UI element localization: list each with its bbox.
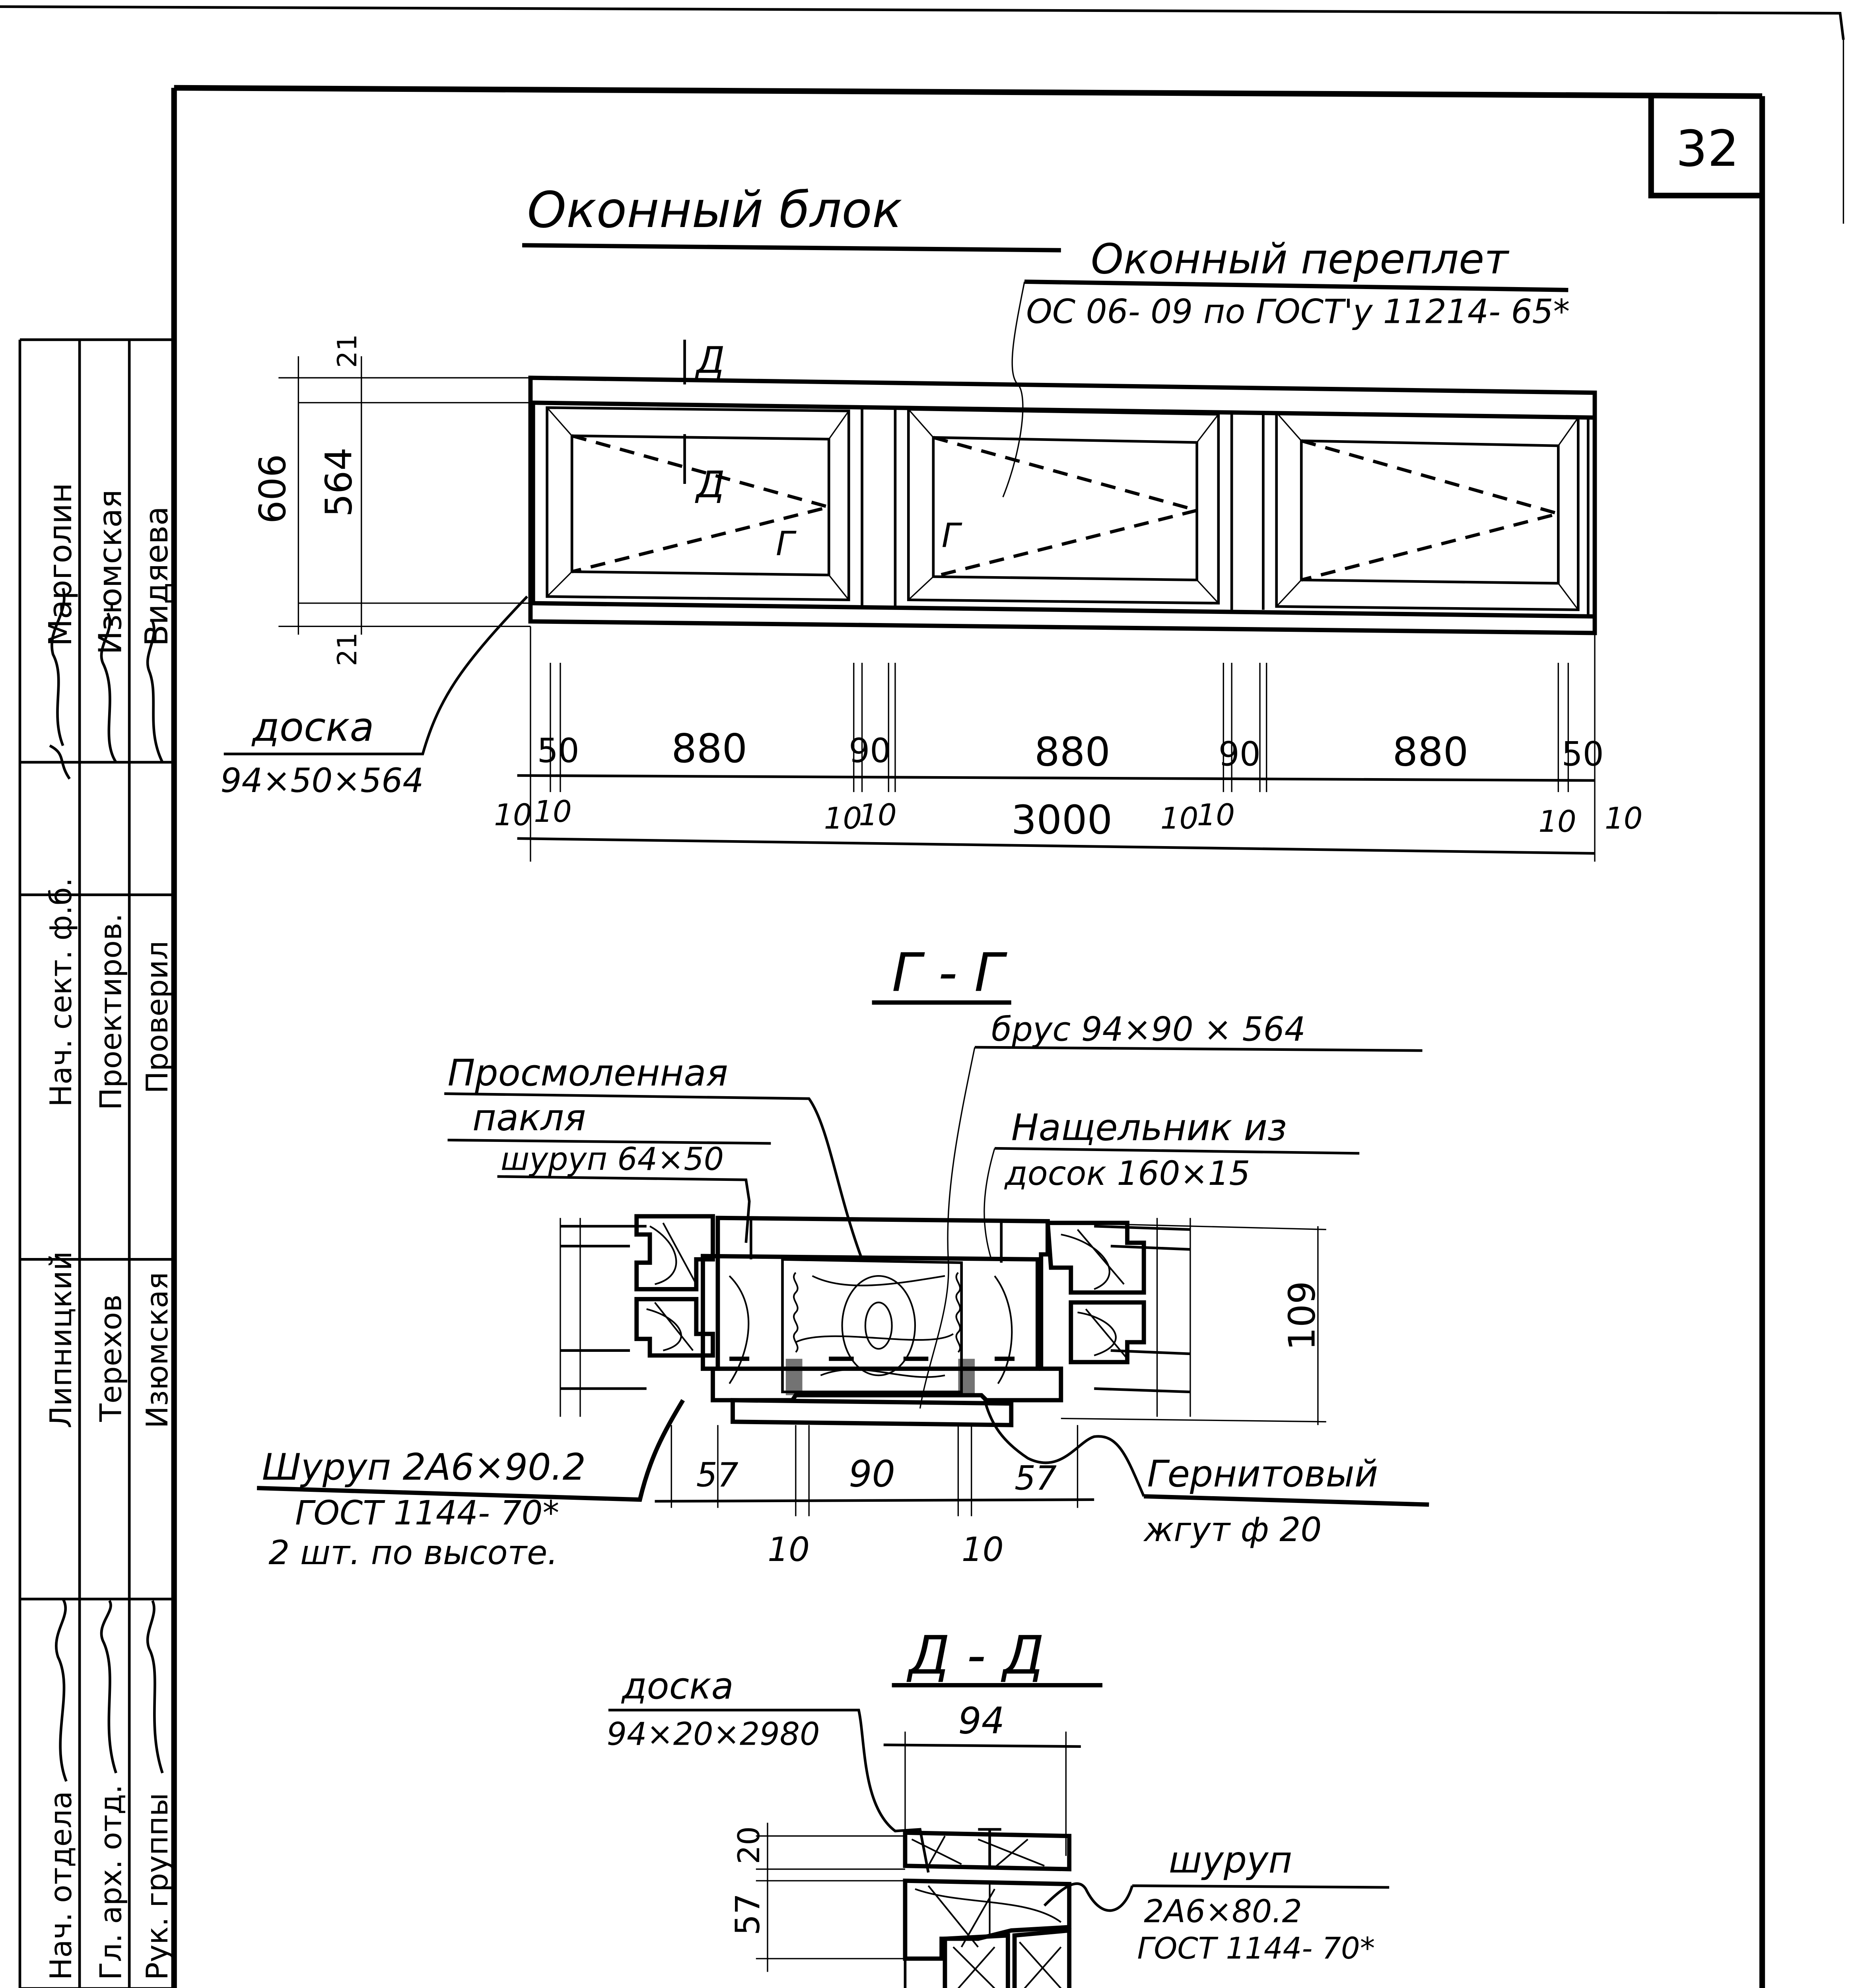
section-d-d: Д - Д доска 94×20×2980 94 20 57 шуруп 2А… [607, 1625, 1390, 1988]
dim-inner-height: 564 [318, 447, 360, 517]
gernit-label-1: Гернитовый [1147, 1452, 1378, 1495]
batten-label-1: Нащельник из [1011, 1106, 1287, 1149]
dim-gap: 10 [859, 797, 896, 832]
dim-gap: 10 [824, 801, 862, 836]
gernit-label-2: жгут ф 20 [1143, 1510, 1322, 1549]
dim-gap: 10 [1197, 797, 1235, 832]
d-screw-label: шуруп [1169, 1839, 1292, 1881]
signer-role: Нач. отдела [43, 1791, 78, 1980]
d-board-spec: 94×20×2980 [607, 1716, 820, 1753]
oakum-label-2: пакля [472, 1096, 586, 1139]
section-mark-g-left: Г [776, 524, 797, 563]
dim-top-rail: 21 [332, 334, 363, 368]
signature-scribble [49, 588, 164, 780]
dim-overall-width: 3000 [1011, 796, 1113, 843]
d-frame-dim: 57 [729, 1893, 767, 1936]
dim-post-2: 90 [1219, 735, 1261, 773]
beam-label: брус 94×90 × 564 [991, 1010, 1306, 1048]
signer-name: Липницкий [43, 1251, 78, 1429]
elevation-title: Оконный блок [527, 181, 902, 239]
dim-left-57: 57 [696, 1456, 739, 1494]
screw-bottom-label-1: Шуруп 2А6×90.2 [262, 1446, 586, 1489]
board-spec: 94×50×564 [220, 761, 424, 800]
dim-gap: 10 [1538, 804, 1576, 839]
signer-name: Изюмская [140, 1272, 175, 1428]
dim-gap: 10 [494, 797, 532, 832]
signer-role: Проверил [140, 941, 175, 1094]
dim-overall-height: 606 [251, 454, 294, 524]
d-board-label: доска [621, 1665, 733, 1707]
signer-name: Терехов [93, 1295, 128, 1422]
dim-gap-right-10: 10 [962, 1530, 1004, 1569]
batten-label-2: досок 160×15 [1004, 1154, 1250, 1193]
sheet-edge [0, 5, 1845, 224]
dim-opening-1: 880 [671, 725, 747, 772]
signature-block: Марголин Изюмская Видяева Нач. сект. ф.б… [18, 338, 175, 1988]
dim-opening-2: 880 [1034, 728, 1110, 775]
drawing-frame [171, 85, 1765, 1988]
screw-bottom-label-2: ГОСТ 1144- 70* [295, 1494, 559, 1532]
dim-opening-3: 880 [1392, 728, 1468, 775]
section-g-g: Г - Г брус 94×90 × 564 Просмоленная пакл… [257, 942, 1429, 1572]
section-g-height-dim: 109 [1281, 1281, 1324, 1351]
signer-name: Изюмская [91, 489, 128, 654]
board-label: доска [251, 704, 374, 750]
dim-end-post-left: 50 [537, 732, 579, 770]
sash-label: Оконный переплет [1091, 235, 1510, 283]
signer-name: Видяева [138, 506, 175, 646]
section-mark-g-right: Г [942, 516, 962, 555]
dim-gap: 10 [534, 794, 571, 829]
d-board-thk-dim: 20 [731, 1826, 766, 1864]
page-number-box: 32 [1648, 96, 1763, 198]
signer-role: Гл. арх. отд. [93, 1784, 128, 1980]
dim-center-90: 90 [849, 1452, 895, 1495]
section-mark-d-top: Д [695, 339, 725, 382]
signer-role: Нач. сект. ф.б. [43, 878, 78, 1107]
dim-end-post-right: 50 [1562, 735, 1604, 773]
dim-right-57: 57 [1015, 1459, 1057, 1498]
dim-gap: 10 [1160, 801, 1198, 836]
sash-spec: ОС 06- 09 по ГОСТ'у 11214- 65* [1026, 293, 1570, 331]
dim-gap-left-10: 10 [768, 1530, 810, 1569]
section-d-title: Д - Д [906, 1625, 1044, 1686]
screw-bottom-label-3: 2 шт. по высоте. [268, 1534, 558, 1572]
dim-gap: 10 [1605, 801, 1642, 836]
signer-name: Марголин [42, 483, 79, 646]
window-elevation: Оконный блок Оконный переплет ОС 06- 09 … [220, 181, 1643, 862]
section-g-title: Г - Г [892, 942, 1008, 1004]
page-number: 32 [1676, 120, 1739, 178]
dim-bottom-rail: 21 [332, 633, 363, 666]
d-screw-spec-1: 2А6×80.2 [1144, 1893, 1302, 1930]
d-screw-spec-2: ГОСТ 1144- 70* [1137, 1931, 1375, 1966]
dim-post-1: 90 [849, 732, 891, 770]
oakum-label-1: Просмоленная [447, 1052, 728, 1094]
screw-top-label: шуруп 64×50 [501, 1140, 724, 1177]
signature-scribble [55, 1598, 164, 1782]
signer-role: Проектиров. [93, 913, 128, 1110]
d-width-dim: 94 [958, 1699, 1005, 1742]
signer-role: Рук. группы [140, 1793, 175, 1980]
